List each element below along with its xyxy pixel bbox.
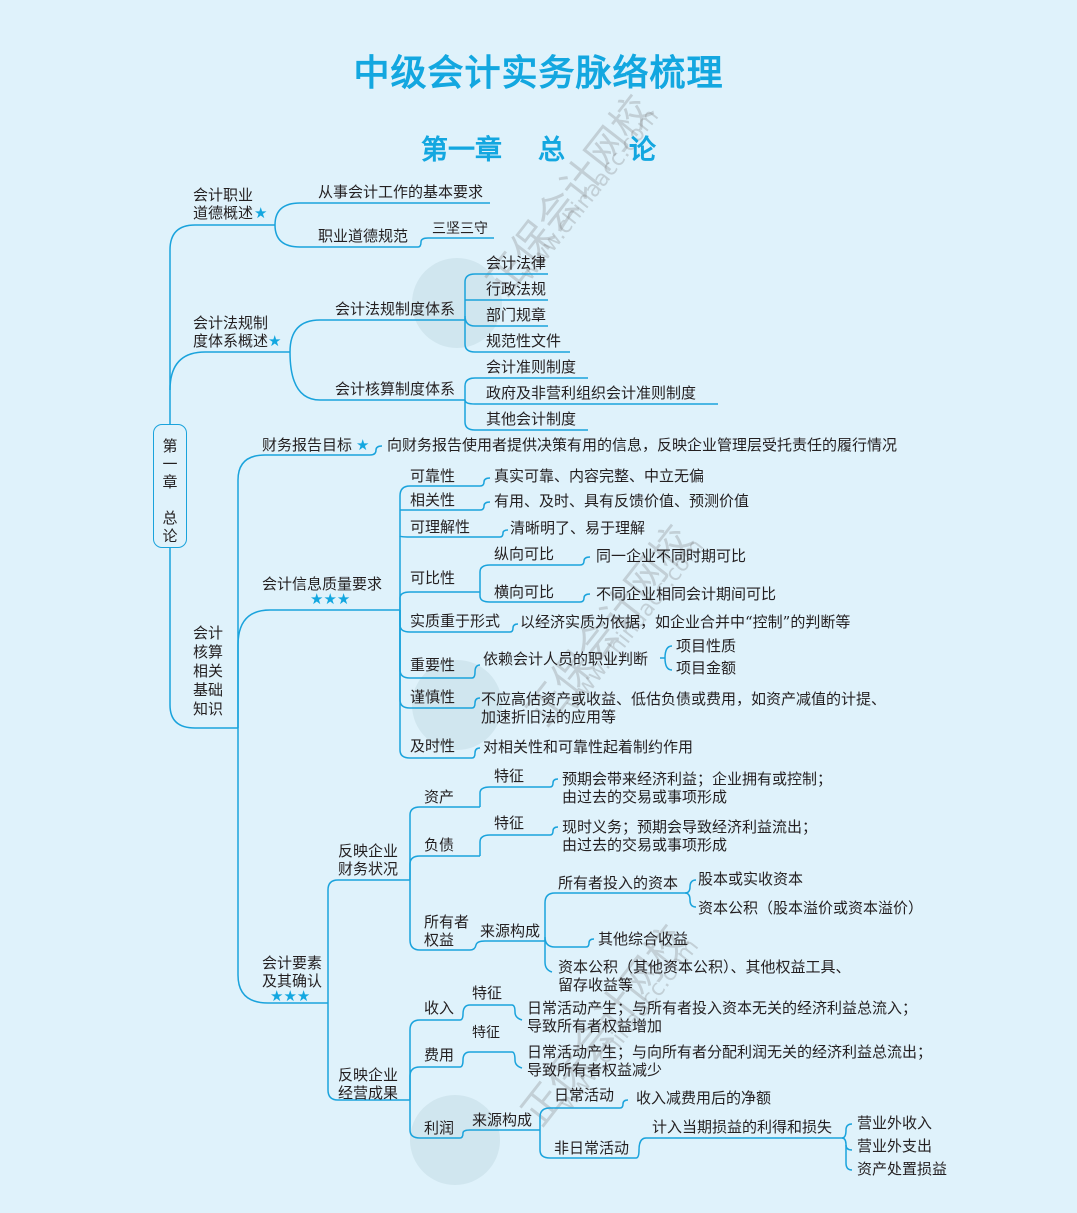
branch-basics-label: 会计 核算 相关 基础 知识 — [193, 624, 224, 718]
quality-item-name[interactable]: 可理解性 — [410, 518, 471, 536]
element-equity[interactable]: 所有者 权益 — [424, 913, 470, 949]
star-icon: ★ — [356, 436, 370, 454]
root-label-char: 论 — [162, 527, 178, 545]
watermark-logo-icon — [410, 1095, 500, 1185]
node-financial-position[interactable]: 反映企业 财务状况 — [338, 842, 398, 878]
root-label-char: 章 — [162, 473, 178, 491]
profit-non-daily-detail: 计入当期损益的利得和损失 — [652, 1118, 833, 1136]
financial-position-label: 反映企业 财务状况 — [338, 842, 399, 878]
liability-detail: 现时义务；预期会导致经济利益流出； 由过去的交易或事项形成 — [562, 818, 818, 854]
quality-item-detail: 清晰明了、易于理解 — [510, 519, 646, 537]
owner-capital-item: 股本或实收资本 — [698, 870, 804, 888]
comparability-sub-detail: 同一企业不同时期可比 — [596, 547, 747, 565]
law-item[interactable]: 规范性文件 — [486, 332, 562, 350]
element-liability[interactable]: 负债 — [424, 836, 455, 854]
accounting-system-item[interactable]: 政府及非营利组织会计准则制度 — [486, 384, 697, 402]
quality-item-detail: 有用、及时、具有反馈价值、预测价值 — [494, 492, 750, 510]
feature-label: 特征 — [494, 767, 525, 785]
report-goal-detail: 向财务报告使用者提供决策有用的信息，反映企业管理层受托责任的履行情况 — [387, 436, 898, 454]
equity-others: 资本公积（其他资本公积）、其他权益工具、 留存收益等 — [558, 958, 851, 994]
other-comprehensive-income[interactable]: 其他综合收益 — [598, 930, 689, 948]
quality-item-name[interactable]: 重要性 — [410, 656, 456, 674]
element-asset[interactable]: 资产 — [424, 788, 455, 806]
node-basic-requirements[interactable]: 从事会计工作的基本要求 — [318, 183, 484, 201]
law-item[interactable]: 部门规章 — [486, 306, 547, 324]
importance-sub-item: 项目金额 — [676, 659, 737, 677]
chapter-title: 第一章 总 论 — [0, 128, 1077, 167]
profit-source-label: 来源构成 — [472, 1111, 533, 1129]
root-label-char: 第 — [162, 437, 178, 455]
feature-label: 特征 — [494, 814, 525, 832]
branch-ethics[interactable]: 会计职业 道德概述 — [193, 186, 253, 222]
quality-item-detail: 真实可靠、内容完整、中立无偏 — [494, 467, 705, 485]
profit-non-daily[interactable]: 非日常活动 — [554, 1139, 630, 1157]
feature-label: 特征 — [472, 984, 503, 1002]
quality-item-name[interactable]: 谨慎性 — [410, 688, 456, 706]
chapter-number: 第一章 — [421, 135, 502, 166]
node-ethics-norms[interactable]: 职业道德规范 — [318, 227, 409, 245]
node-report-goal[interactable]: 财务报告目标 — [262, 436, 353, 454]
chapter-name-part2: 论 — [629, 135, 656, 166]
accounting-system-item[interactable]: 其他会计制度 — [486, 410, 577, 428]
profit-daily[interactable]: 日常活动 — [554, 1086, 615, 1104]
quality-item-detail: 以经济实质为依据，如企业合并中“控制”的判断等 — [520, 613, 851, 631]
quality-item-detail: 依赖会计人员的职业判断 — [483, 650, 649, 668]
accounting-system-item[interactable]: 会计准则制度 — [486, 358, 577, 376]
element-revenue[interactable]: 收入 — [424, 999, 455, 1017]
root-label-char: 总 — [162, 509, 178, 527]
profit-daily-detail: 收入减费用后的净额 — [636, 1089, 772, 1107]
element-profit[interactable]: 利润 — [424, 1119, 455, 1137]
star-rating-icon: ★★★ — [270, 987, 311, 1005]
quality-item-detail: 不应高估资产或收益、低估负债或费用，如资产减值的计提、 加速折旧法的应用等 — [481, 690, 887, 726]
node-operating-results[interactable]: 反映企业 经营成果 — [338, 1066, 398, 1102]
operating-results-label: 反映企业 经营成果 — [338, 1066, 399, 1102]
elements-label: 会计要素 及其确认 — [262, 954, 323, 990]
element-expense[interactable]: 费用 — [424, 1046, 455, 1064]
comparability-sub-name[interactable]: 横向可比 — [494, 583, 555, 601]
quality-item-name[interactable]: 及时性 — [410, 737, 456, 755]
branch-regulation-label: 会计法规制 度体系概述 — [193, 314, 269, 350]
branch-ethics-label: 会计职业 道德概述 — [193, 186, 254, 222]
comparability-sub-name[interactable]: 纵向可比 — [494, 545, 555, 563]
equity-source-label: 来源构成 — [480, 922, 541, 940]
quality-item-detail: 对相关性和可靠性起着制约作用 — [483, 738, 694, 756]
branch-regulation[interactable]: 会计法规制 度体系概述 — [193, 314, 268, 350]
star-icon: ★ — [268, 332, 282, 350]
asset-detail: 预期会带来经济利益；企业拥有或控制； 由过去的交易或事项形成 — [562, 770, 833, 806]
root-node-chapter[interactable]: 第 一 章 总 论 — [153, 424, 187, 548]
law-item[interactable]: 行政法规 — [486, 280, 547, 298]
watermark-logo-icon — [412, 258, 502, 348]
node-accounting-elements[interactable]: 会计要素 及其确认 — [262, 954, 322, 990]
watermark-logo-icon — [412, 660, 502, 750]
quality-item-name[interactable]: 实质重于形式 — [410, 612, 501, 630]
owner-capital-item: 资本公积（股本溢价或资本溢价） — [698, 899, 924, 917]
branch-accounting-basics[interactable]: 会计 核算 相关 基础 知识 — [193, 624, 223, 719]
revenue-detail: 日常活动产生；与所有者投入资本无关的经济利益总流入； 导致所有者权益增加 — [527, 999, 918, 1035]
feature-label: 特征 — [472, 1025, 500, 1041]
node-three-adhere[interactable]: 三坚三守 — [432, 221, 488, 237]
expense-detail: 日常活动产生；与向所有者分配利润无关的经济利益总流出； 导致所有者权益减少 — [527, 1043, 933, 1079]
quality-item-name[interactable]: 相关性 — [410, 491, 456, 509]
node-quality-requirements[interactable]: 会计信息质量要求 — [262, 575, 383, 593]
non-daily-item: 营业外收入 — [857, 1114, 933, 1132]
non-daily-item: 资产处置损益 — [857, 1160, 948, 1178]
page-title: 中级会计实务脉络梳理 — [353, 53, 724, 94]
owner-capital[interactable]: 所有者投入的资本 — [558, 874, 679, 892]
quality-item-name[interactable]: 可靠性 — [410, 467, 456, 485]
star-icon: ★ — [254, 204, 268, 222]
quality-item-name[interactable]: 可比性 — [410, 569, 456, 587]
importance-sub-item: 项目性质 — [676, 637, 737, 655]
chapter-name-part1: 总 — [538, 135, 565, 166]
root-label-char: 一 — [162, 455, 178, 473]
star-rating-icon: ★★★ — [310, 590, 351, 608]
node-accounting-system[interactable]: 会计核算制度体系 — [335, 380, 456, 398]
law-item[interactable]: 会计法律 — [486, 254, 547, 272]
comparability-sub-detail: 不同企业相同会计期间可比 — [596, 585, 777, 603]
node-law-system[interactable]: 会计法规制度体系 — [335, 300, 456, 318]
non-daily-item: 营业外支出 — [857, 1137, 933, 1155]
